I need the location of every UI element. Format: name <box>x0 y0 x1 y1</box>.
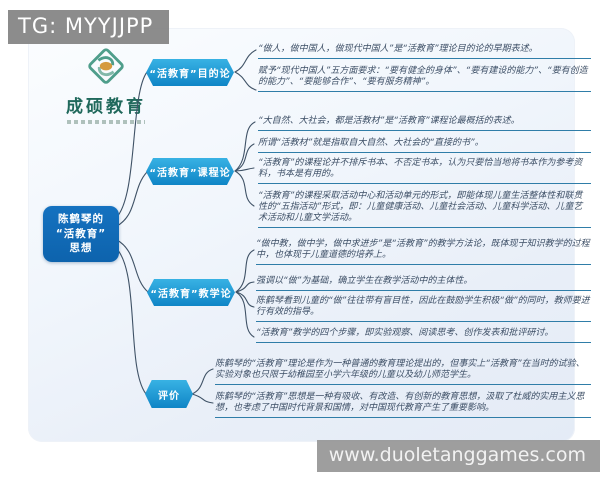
root-node: 陈鹤琴的 “活教育” 思想 <box>43 206 119 262</box>
teaching-item-3: 陈鹤琴看到儿童的“做”往往带有盲目性，因此在鼓励学生积极“做”的同时，教师要进行… <box>256 296 591 322</box>
aims-item-1: “做人，做中国人，做现代中国人”是“活教育”理论目的论的早期表述。 <box>258 44 591 59</box>
teaching-item-2: 强调以“做”为基础，确立学生在教学活动中的主体性。 <box>256 276 591 291</box>
teaching-item-4: “活教育”教学的四个步骤，即实验观察、阅读思考、创作发表和批评研讨。 <box>256 328 591 343</box>
brand-logo-icon <box>88 48 124 84</box>
evaluation-item-1: 陈鹤琴的“活教育”理论是作为一种普通的教育理论提出的，但事实上“活教育”在当时的… <box>215 359 591 385</box>
curriculum-item-1: “大自然、大社会，都是活教材”是“活教育”课程论最概括的表述。 <box>258 116 591 131</box>
evaluation-item-2: 陈鹤琴的“活教育”思想是一种有吸收、有改造、有创新的教育思想，汲取了杜威的实用主… <box>215 392 591 418</box>
curriculum-item-4: “活教育”的课程采取活动中心和活动单元的形式，即能体现儿童生活整体性和联贯性的“… <box>258 191 591 228</box>
root-node-line: 陈鹤琴的 <box>58 213 104 226</box>
telegram-watermark: TG: MYYJJPP <box>8 10 170 44</box>
website-watermark: www.duoletanggames.com <box>316 440 600 472</box>
brand-name: 成硕教育 <box>66 97 146 117</box>
teaching-item-1: “做中教，做中学，做中求进步”是“活教育”的教学方法论，既体现于知识教学的过程中… <box>256 239 591 265</box>
branch-node-aims: “活教育”目的论 <box>146 59 234 86</box>
root-node-line: 思想 <box>69 242 93 255</box>
brand-logo: 成硕教育 <box>46 46 166 124</box>
curriculum-item-3: “活教育”的课程论并不排斥书本、不否定书本，认为只要恰当地将书本作为参考资料，书… <box>258 158 591 184</box>
branch-node-curriculum: “活教育”课程论 <box>146 158 234 185</box>
branch-node-evaluation: 评价 <box>145 380 193 408</box>
curriculum-item-2: 所谓“活教材”就是指取自大自然、大社会的“直接的书”。 <box>258 138 591 153</box>
aims-item-2: 赋予“现代中国人”五方面要求：“要有健全的身体”、“要有建设的能力”、“要有创造… <box>258 66 591 92</box>
branch-node-teaching: “活教育”教学论 <box>147 279 235 306</box>
root-node-line: “活教育” <box>55 227 107 240</box>
brand-tagline <box>67 120 145 124</box>
